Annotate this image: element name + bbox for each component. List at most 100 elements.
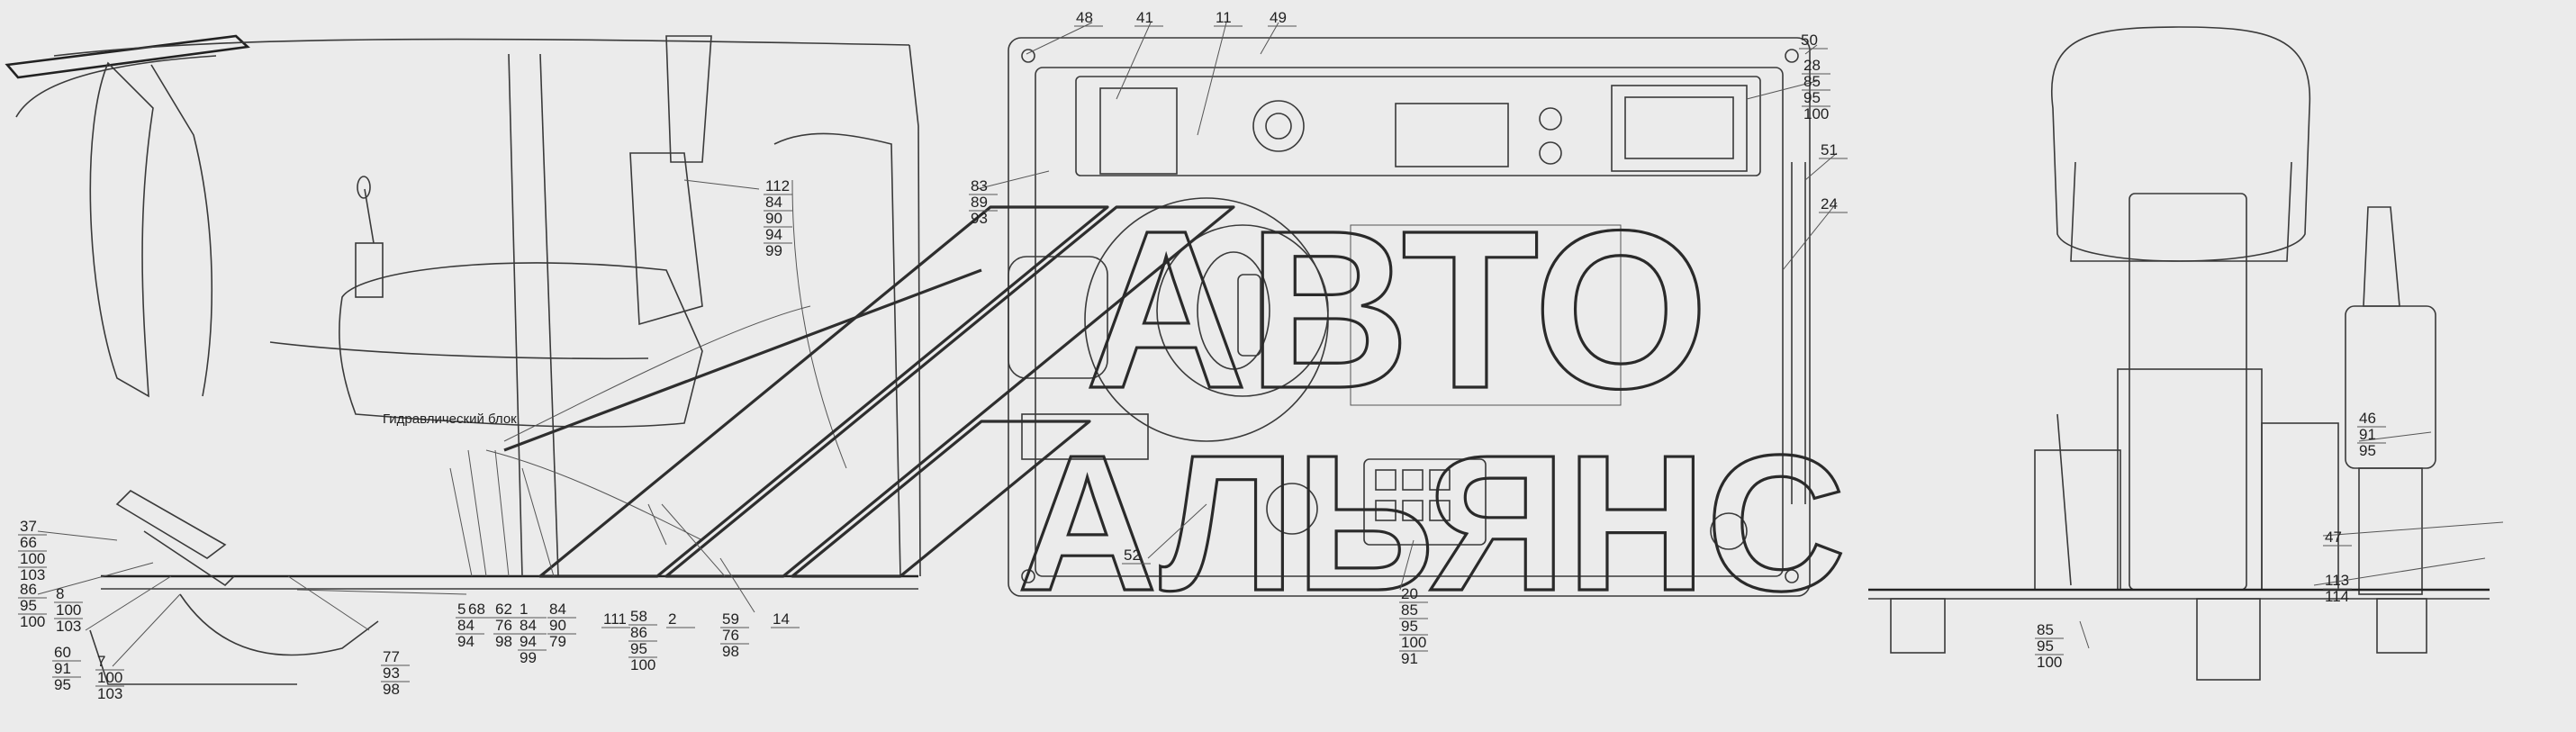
- callout-52: 52: [1122, 547, 1151, 565]
- callout-number: 100: [20, 550, 45, 567]
- side-view-cab: Гидравлический блок: [5, 34, 921, 685]
- callout-47: 47: [2323, 529, 2352, 547]
- callout-number: 100: [1803, 105, 1829, 122]
- callout-number: 86: [20, 581, 37, 598]
- callout-number: 98: [722, 643, 739, 660]
- callout-number: 95: [54, 676, 71, 693]
- callout-number: 95: [1803, 89, 1821, 106]
- callout-number: 84: [765, 194, 782, 211]
- callout-number: 89: [971, 194, 988, 211]
- callout-number: 100: [2037, 654, 2062, 671]
- callout-68: 68: [466, 601, 495, 619]
- callout-number: 58: [630, 608, 647, 625]
- callout-number: 11: [1216, 9, 1232, 26]
- callout-number: 49: [1270, 9, 1287, 26]
- callout-number: 95: [2037, 637, 2054, 655]
- callout-number: 103: [56, 618, 81, 635]
- callout-number: 94: [457, 633, 475, 650]
- callout-11: 11: [1214, 9, 1243, 27]
- callout-number: 76: [722, 627, 739, 644]
- callout-number: 51: [1821, 141, 1838, 158]
- callout-number: 85: [1401, 601, 1418, 619]
- callout-number: 24: [1821, 195, 1838, 212]
- callout-number: 20: [1401, 585, 1418, 602]
- callout-number: 85: [2037, 621, 2054, 638]
- callout-number: 28: [1803, 57, 1821, 74]
- callout-number: 95: [630, 640, 647, 657]
- callout-number: 98: [495, 633, 512, 650]
- callout-number: 50: [1801, 32, 1818, 49]
- callout-labels: 3766100103869510081001036091957100103779…: [18, 9, 2386, 702]
- callout-51: 51: [1819, 141, 1848, 159]
- callout-number: 62: [495, 601, 512, 618]
- callout-number: 100: [20, 613, 45, 630]
- callout-number: 77: [383, 648, 400, 665]
- callout-number: 90: [549, 617, 566, 634]
- callout-number: 99: [765, 242, 782, 259]
- callout-number: 60: [54, 644, 71, 661]
- callout-number: 95: [20, 597, 37, 614]
- callout-number: 47: [2325, 529, 2342, 546]
- callout-number: 68: [468, 601, 485, 618]
- callout-number: 103: [97, 685, 122, 702]
- callout-number: 41: [1136, 9, 1153, 26]
- callout-number: 112: [765, 177, 790, 194]
- callout-number: 79: [549, 633, 566, 650]
- callout-number: 95: [2359, 442, 2376, 459]
- callout-number: 1: [520, 601, 528, 618]
- callout-number: 94: [765, 226, 782, 243]
- callout-number: 94: [520, 633, 537, 650]
- callout-number: 48: [1076, 9, 1093, 26]
- callout-number: 84: [457, 617, 475, 634]
- callout-41: 41: [1134, 9, 1163, 27]
- callout-50: 50: [1799, 32, 1828, 50]
- callout-number: 84: [520, 617, 537, 634]
- callout-number: 66: [20, 534, 37, 551]
- callout-number: 100: [1401, 634, 1426, 651]
- callout-number: 111: [603, 610, 627, 628]
- callout-49: 49: [1268, 9, 1297, 27]
- callout-number: 85: [1803, 73, 1821, 90]
- callout-number: 84: [549, 601, 566, 618]
- callout-2: 2: [666, 610, 695, 628]
- callout-number: 100: [56, 601, 81, 619]
- callout-24: 24: [1819, 195, 1848, 213]
- callout-number: 91: [54, 660, 71, 677]
- callout-number: 86: [630, 624, 647, 641]
- callout-number: 99: [520, 649, 537, 666]
- callout-14: 14: [771, 610, 800, 628]
- callout-number: 98: [383, 681, 400, 698]
- watermark: АВТО АЛЬЯНС: [503, 182, 1848, 633]
- watermark-stripes: [503, 205, 1235, 578]
- callout-111: 111: [601, 610, 630, 628]
- callout-number: 83: [971, 177, 988, 194]
- callout-48: 48: [1074, 9, 1103, 27]
- callout-number: 93: [971, 210, 988, 227]
- leader-lines: [37, 22, 2504, 667]
- callout-number: 7: [97, 653, 105, 670]
- callout-number: 76: [495, 617, 512, 634]
- callout-number: 113: [2325, 572, 2349, 589]
- watermark-line1: АВТО: [1085, 184, 1709, 435]
- plan-view-panel: [1008, 37, 1811, 597]
- callout-number: 8: [56, 585, 64, 602]
- callout-number: 100: [630, 656, 655, 673]
- callout-number: 93: [383, 664, 400, 682]
